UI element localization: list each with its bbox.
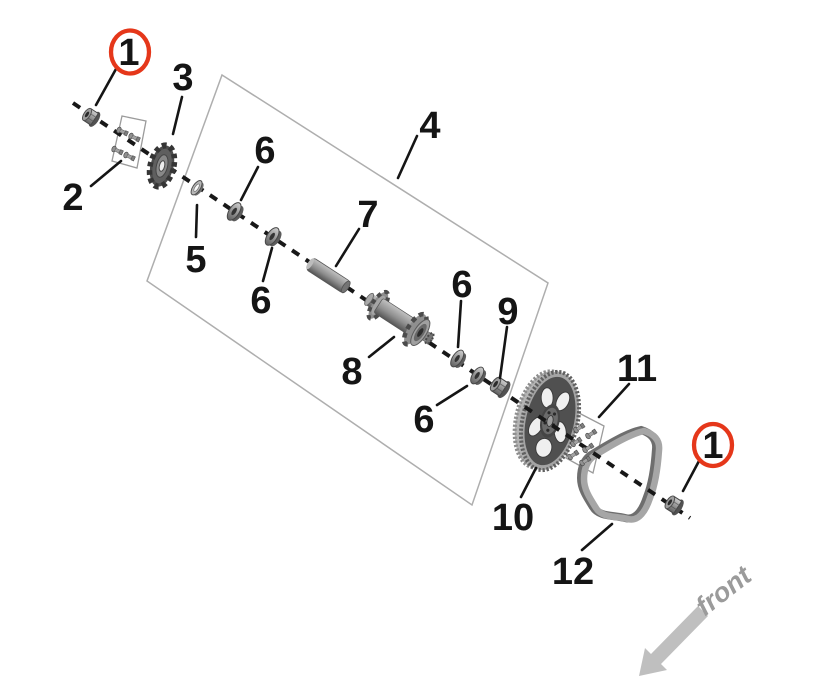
- callout-label-3: 3: [172, 57, 193, 99]
- part-1-nut-left: [79, 104, 104, 130]
- callout-label-11: 11: [617, 348, 657, 390]
- leader-lines: [89, 67, 701, 552]
- front-label: front: [690, 560, 758, 622]
- part-6-spacer-3: [447, 347, 470, 372]
- callout-label-6c: 6: [451, 264, 472, 306]
- part-6-spacer-1: [224, 199, 248, 225]
- callout-label-1-left: 1: [118, 32, 139, 74]
- assembly-axis-line: [71, 101, 692, 520]
- callout-label-6a: 6: [254, 130, 275, 172]
- part-8-hub: [364, 289, 435, 347]
- callout-label-7: 7: [357, 194, 378, 236]
- part-6-spacer-4: [467, 364, 490, 389]
- part-7-pin: [306, 258, 351, 294]
- part-1-nut-right: [661, 492, 687, 518]
- callout-ring-left: [108, 28, 152, 76]
- callout-label-4: 4: [419, 105, 440, 147]
- callout-ring-right: [691, 421, 735, 469]
- part-4-group-box: [146, 73, 549, 507]
- callout-label-12: 12: [552, 551, 594, 593]
- callout-label-2: 2: [62, 177, 83, 219]
- front-arrow-icon: [639, 606, 708, 676]
- part-5-washer: [190, 180, 204, 196]
- callout-label-1-right: 1: [702, 425, 723, 467]
- callout-label-5: 5: [185, 239, 206, 281]
- callout-label-10: 10: [492, 497, 534, 539]
- part-6-spacer-2: [262, 224, 286, 250]
- callout-label-6d: 6: [413, 399, 434, 441]
- callout-label-6b: 6: [250, 280, 271, 322]
- callout-label-8: 8: [341, 351, 362, 393]
- part-3-sprocket: [146, 142, 178, 190]
- part-12-belt: [576, 425, 663, 523]
- callout-label-9: 9: [497, 291, 518, 333]
